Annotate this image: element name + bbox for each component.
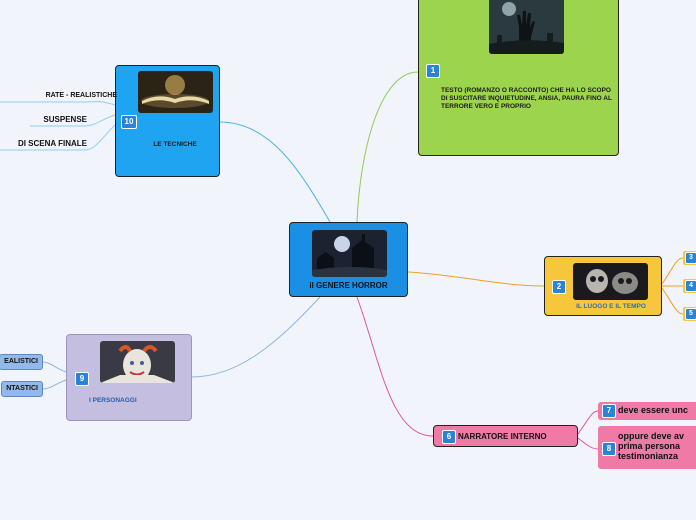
link-tecniche-child2 xyxy=(30,114,116,127)
luogo-title: IL LUOGO E IL TEMPO xyxy=(576,303,646,310)
personaggi-child-1[interactable]: EALISTICI xyxy=(0,354,43,370)
skull-image xyxy=(573,263,648,300)
link-luogo-child5 xyxy=(661,287,684,315)
zombie-hand-image xyxy=(489,0,564,54)
tecniche-title: LE TECNICHE xyxy=(153,141,197,148)
clown-image xyxy=(100,341,175,383)
personaggi-title: I PERSONAGGI xyxy=(89,397,137,404)
link-tecniche-child1 xyxy=(0,101,116,106)
link-central-luogo xyxy=(407,271,545,287)
luogo-child-3[interactable]: 3 xyxy=(683,251,696,265)
link-narratore-child8 xyxy=(577,437,599,450)
link-luogo-child3 xyxy=(661,257,684,285)
personaggi-number-badge: 9 xyxy=(75,372,89,386)
narratore-title: NARRATORE INTERNO xyxy=(458,432,547,441)
luogo-child-4[interactable]: 4 xyxy=(683,279,696,293)
luogo-node[interactable]: 2 IL LUOGO E IL TEMPO xyxy=(544,256,662,316)
central-topic[interactable]: il GENERE HORROR xyxy=(289,222,408,297)
luogo-child-5[interactable]: 5 xyxy=(683,307,696,321)
link-central-tecniche xyxy=(219,121,331,223)
luogo-number-badge: 2 xyxy=(552,280,566,294)
haunted-house-image xyxy=(312,230,387,277)
link-tecniche-child3 xyxy=(0,124,116,151)
open-book-image xyxy=(138,71,213,113)
link-personaggi-child1 xyxy=(42,361,67,373)
narratore-number-badge: 6 xyxy=(442,430,456,444)
link-central-definition xyxy=(356,71,419,223)
definition-text: TESTO (ROMANZO O RACCONTO) CHE HA LO SCO… xyxy=(441,87,612,110)
link-personaggi-child2 xyxy=(42,379,67,390)
narratore-child-8-badge: 8 xyxy=(602,442,616,456)
tecniche-child-1[interactable]: RATE - REALISTICHE xyxy=(45,92,117,99)
narratore-child-7-badge: 7 xyxy=(602,404,616,418)
narratore-child-7[interactable]: 7 deve essere unc xyxy=(598,402,696,420)
definition-number-badge: 1 xyxy=(426,64,440,78)
narratore-child-7-text: deve essere unc xyxy=(618,405,689,415)
tecniche-node[interactable]: 10 LE TECNICHE xyxy=(115,65,220,177)
link-central-personaggi xyxy=(191,296,321,378)
narratore-child-8-text: oppure deve av prima persona testimonian… xyxy=(618,431,685,461)
central-title: il GENERE HORROR xyxy=(309,281,388,290)
tecniche-number-badge: 10 xyxy=(121,115,137,129)
link-central-narratore xyxy=(356,296,434,437)
luogo-child-3-badge: 3 xyxy=(685,252,696,264)
luogo-child-4-badge: 4 xyxy=(685,280,696,292)
definition-node[interactable]: 1 TESTO (ROMANZO O RACCONTO) CHE HA LO S… xyxy=(418,0,619,156)
narratore-child-8[interactable]: 8 oppure deve av prima persona testimoni… xyxy=(598,426,696,469)
personaggi-child-2[interactable]: NTASTICI xyxy=(1,381,43,397)
tecniche-child-3[interactable]: DI SCENA FINALE xyxy=(17,139,87,148)
link-narratore-child7 xyxy=(577,410,599,435)
narratore-node[interactable]: 6 NARRATORE INTERNO xyxy=(433,425,578,447)
tecniche-child-2[interactable]: SUSPENSE xyxy=(43,115,87,124)
personaggi-node[interactable]: 9 I PERSONAGGI xyxy=(66,334,192,421)
luogo-child-5-badge: 5 xyxy=(685,308,696,320)
